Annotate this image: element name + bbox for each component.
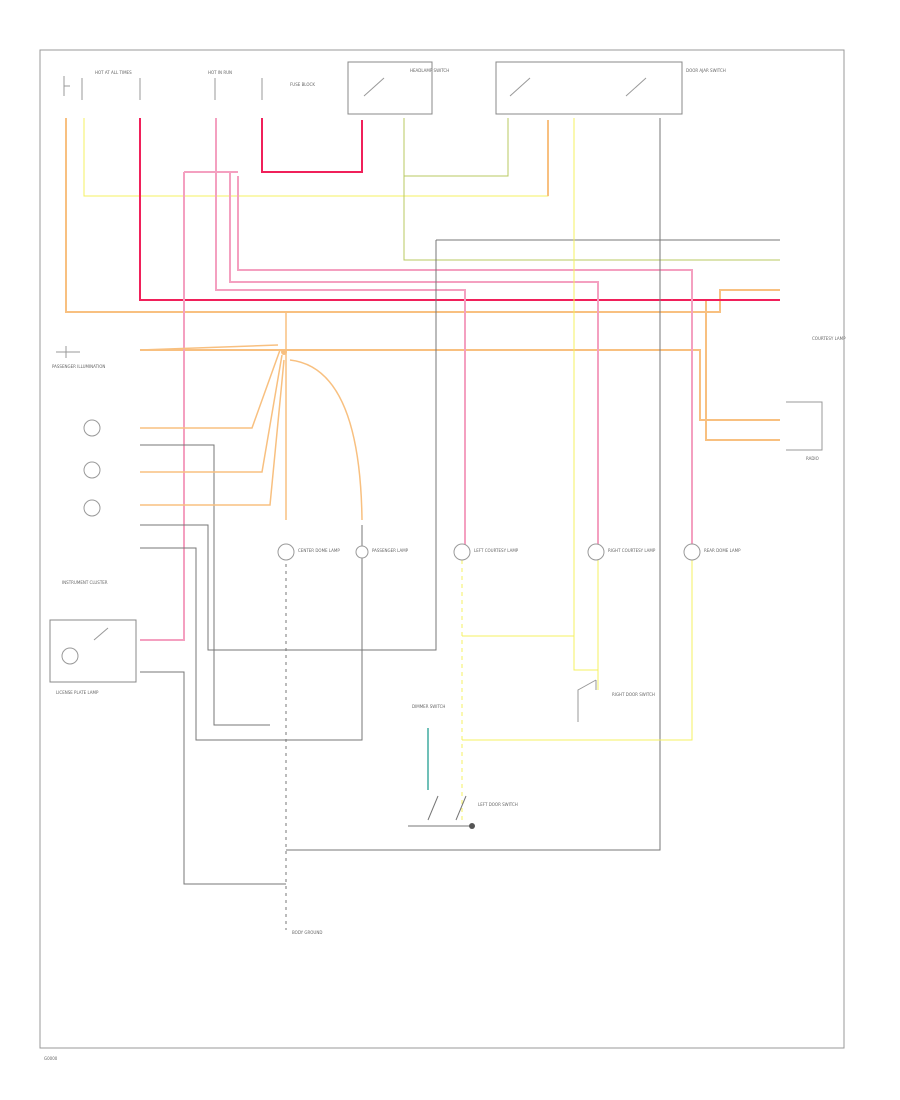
label-license-plate-lamp: LICENSE PLATE LAMP xyxy=(56,690,99,695)
label-dimmer-switch: DIMMER SWITCH xyxy=(412,704,445,709)
label-headlamp-switch: HEADLAMP SWITCH xyxy=(410,68,449,73)
wire-olive-2 xyxy=(404,118,509,177)
label-door-ajar-switch: DOOR AJAR SWITCH xyxy=(686,68,726,73)
switch-contacts xyxy=(363,77,647,97)
rear-dome-lamp-bulb xyxy=(683,543,701,561)
label-rear-dome-lamp: REAR DOME LAMP xyxy=(704,548,741,553)
bulb-cluster-1 xyxy=(83,419,101,437)
bulb-cluster-3 xyxy=(83,499,101,517)
label-passenger-illumination: PASSENGER ILLUMINATION xyxy=(52,364,105,369)
wire-yellow-top xyxy=(83,118,549,197)
wire-gray-3 xyxy=(286,118,661,851)
wire-olive-1 xyxy=(403,118,780,261)
license-plate-lamp-bulb xyxy=(61,647,79,665)
wire-orange-main xyxy=(65,118,780,313)
passenger-lamp-bulb xyxy=(355,545,369,559)
wire-gray-2 xyxy=(140,240,437,651)
wire-pink-d xyxy=(140,172,185,641)
wire-pink-c xyxy=(237,176,693,550)
label-passenger-lamp: PASSENGER LAMP xyxy=(372,548,409,553)
orange-fanout xyxy=(139,312,363,521)
label-body-ground: BODY GROUND xyxy=(292,930,322,935)
footer-code: G0000 xyxy=(44,1056,58,1061)
right-courtesy-lamp-bulb xyxy=(587,543,605,561)
splice-point xyxy=(281,349,287,355)
left-courtesy-lamp-bulb xyxy=(453,543,471,561)
headlamp-switch-box xyxy=(347,61,433,115)
license-plate-lamp-box xyxy=(49,619,137,683)
label-center-dome-lamp: CENTER DOME LAMP xyxy=(298,548,340,553)
bulb-cluster-2 xyxy=(83,461,101,479)
wire-pink-a xyxy=(215,118,466,550)
wire-red-2 xyxy=(261,118,363,173)
wire-yellow-3 xyxy=(462,560,693,741)
left-door-switch-symbol xyxy=(408,795,474,827)
wire-yellow-2 xyxy=(573,560,599,671)
label-hot-at-all-times: HOT AT ALL TIMES xyxy=(95,70,132,75)
wire-orange-lower xyxy=(140,349,780,421)
label-right-courtesy-lamp: RIGHT COURTESY LAMP xyxy=(608,548,656,553)
wire-gray-4 xyxy=(140,444,270,726)
label-left-door-switch: LEFT DOOR SWITCH xyxy=(478,802,518,807)
label-left-courtesy-lamp: LEFT COURTESY LAMP xyxy=(474,548,519,553)
label-radio: RADIO xyxy=(806,456,819,461)
left-door-switch-ground xyxy=(469,823,475,829)
label-courtesy-lamp: COURTESY LAMP xyxy=(812,336,846,341)
diagram-frame xyxy=(39,49,845,1049)
label-hot-in-run: HOT IN RUN xyxy=(208,70,232,75)
wire-pink-b xyxy=(229,172,599,550)
passenger-lamp-symbol xyxy=(56,346,80,358)
wire-red-1 xyxy=(139,118,780,301)
instrument-cluster-bulbs xyxy=(83,419,101,517)
wire-gray-5 xyxy=(140,525,363,741)
wire-gray-6 xyxy=(140,671,286,885)
right-door-switch-symbol xyxy=(577,679,597,722)
radio-bracket xyxy=(786,401,823,451)
center-dome-lamp-bulb xyxy=(277,543,295,561)
label-right-door-switch: RIGHT DOOR SWITCH xyxy=(612,692,655,697)
fuse-group xyxy=(63,76,263,100)
door-ajar-switch-box xyxy=(495,61,683,115)
license-switch-contact xyxy=(93,627,109,641)
wire-orange-right xyxy=(705,300,780,441)
label-fuse-block: FUSE BLOCK xyxy=(290,82,315,87)
label-instrument-cluster: INSTRUMENT CLUSTER xyxy=(62,580,108,585)
